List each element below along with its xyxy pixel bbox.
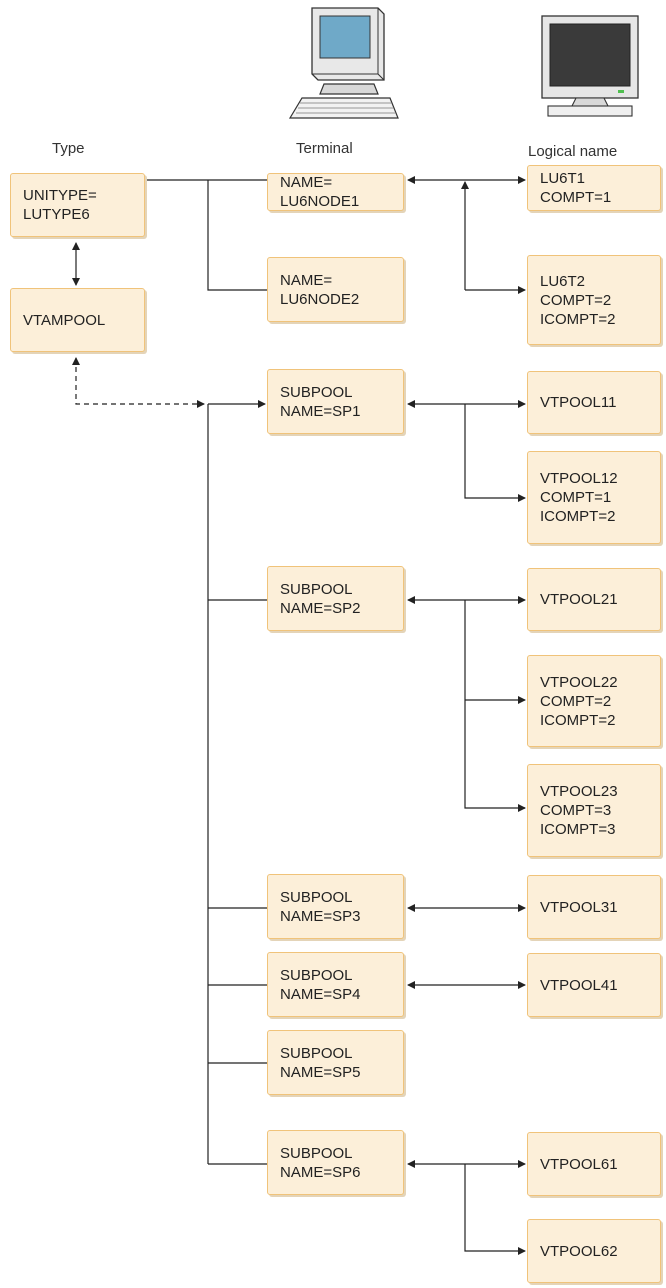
sp2-box: SUBPOOL NAME=SP2 bbox=[267, 566, 404, 631]
vtpool22-line-2: COMPT=2 bbox=[540, 692, 612, 710]
sp6-box: SUBPOOL NAME=SP6 bbox=[267, 1130, 404, 1195]
vtpool61-box: VTPOOL61 bbox=[527, 1132, 661, 1196]
lu6t2-line-2: COMPT=2 bbox=[540, 291, 612, 309]
vtpool41-label: VTPOOL41 bbox=[540, 976, 618, 994]
vtpool23-line-2: COMPT=3 bbox=[540, 802, 612, 819]
sp4-line-2: NAME=SP4 bbox=[280, 985, 361, 1003]
vtpool12-box: VTPOOL12 COMPT=1 ICOMPT=2 bbox=[527, 451, 661, 544]
sp5-line-1: SUBPOOL bbox=[280, 1044, 353, 1062]
desktop-computer-icon bbox=[288, 7, 399, 119]
lu6t2-line-3: ICOMPT=2 bbox=[540, 310, 616, 328]
vtpool12-line-3: ICOMPT=2 bbox=[540, 508, 616, 525]
vtampool-label: VTAMPOOL bbox=[23, 311, 106, 329]
sp2-line-2: NAME=SP2 bbox=[280, 599, 361, 617]
sp6-line-2: NAME=SP6 bbox=[280, 1163, 361, 1181]
vtpool41-box: VTPOOL41 bbox=[527, 953, 661, 1017]
lu6node2-box: NAME= LU6NODE2 bbox=[267, 257, 404, 322]
lu6t2-box: LU6T2 COMPT=2 ICOMPT=2 bbox=[527, 255, 661, 345]
vtpool62-label: VTPOOL62 bbox=[540, 1242, 618, 1260]
vtpool31-label: VTPOOL31 bbox=[540, 898, 618, 916]
unitype-line-1: UNITYPE= bbox=[23, 187, 97, 204]
lu6node1-line-1: NAME= bbox=[280, 174, 333, 191]
sp3-box: SUBPOOL NAME=SP3 bbox=[267, 874, 404, 939]
vtampool-dashed-link bbox=[72, 357, 205, 408]
sp2-trunk bbox=[464, 600, 525, 809]
lu6node2-line-2: LU6NODE2 bbox=[280, 290, 360, 308]
vtpool23-line-3: ICOMPT=3 bbox=[540, 821, 616, 838]
vtpool22-box: VTPOOL22 COMPT=2 ICOMPT=2 bbox=[527, 655, 661, 747]
type-header: Type bbox=[52, 140, 85, 157]
sp5-line-2: NAME=SP5 bbox=[280, 1063, 361, 1081]
sp6-line-1: SUBPOOL bbox=[280, 1144, 353, 1162]
terminal-header: Terminal bbox=[296, 140, 353, 157]
sp2-line-1: SUBPOOL bbox=[280, 580, 353, 598]
monitor-icon bbox=[541, 15, 639, 117]
sp4-box: SUBPOOL NAME=SP4 bbox=[267, 952, 404, 1017]
sp1-line-1: SUBPOOL bbox=[280, 383, 353, 401]
vtpool22-line-1: VTPOOL22 bbox=[540, 673, 618, 691]
lu6t1-box: LU6T1 COMPT=1 bbox=[527, 165, 661, 211]
vtampool-box: VTAMPOOL bbox=[10, 288, 145, 352]
sp3-line-2: NAME=SP3 bbox=[280, 907, 361, 925]
vtpool11-label: VTPOOL11 bbox=[540, 394, 617, 411]
sp4-line-1: SUBPOOL bbox=[280, 966, 353, 984]
vtpool11-box: VTPOOL11 bbox=[527, 371, 661, 434]
lu6node2-line-1: NAME= bbox=[280, 271, 333, 289]
sp1-box: SUBPOOL NAME=SP1 bbox=[267, 369, 404, 434]
sp1-line-2: NAME=SP1 bbox=[280, 402, 361, 420]
lu6t2-line-1: LU6T2 bbox=[540, 272, 586, 290]
vtpool12-line-1: VTPOOL12 bbox=[540, 470, 618, 487]
lu6node1-line-2: LU6NODE1 bbox=[280, 193, 360, 210]
lu6node1-box: NAME= LU6NODE1 bbox=[267, 173, 404, 211]
logical-name-header: Logical name bbox=[528, 143, 618, 160]
vtpool22-line-3: ICOMPT=2 bbox=[540, 711, 616, 729]
vtpool62-box: VTPOOL62 bbox=[527, 1219, 661, 1283]
vtpool12-line-2: COMPT=1 bbox=[540, 489, 612, 506]
vtpool21-box: VTPOOL21 bbox=[527, 568, 661, 631]
sp3-line-1: SUBPOOL bbox=[280, 888, 353, 906]
vtpool31-box: VTPOOL31 bbox=[527, 875, 661, 939]
vtpool21-label: VTPOOL21 bbox=[540, 591, 618, 608]
unitype-line-2: LUTYPE6 bbox=[23, 206, 90, 223]
sp5-box: SUBPOOL NAME=SP5 bbox=[267, 1030, 404, 1095]
sp6-vtpool62-arrow bbox=[464, 1164, 526, 1255]
lu6t1-line-2: COMPT=1 bbox=[540, 189, 612, 206]
sp1-vtpool12-arrow bbox=[464, 404, 526, 502]
vtpool61-label: VTPOOL61 bbox=[540, 1155, 618, 1173]
lu6t1-line-1: LU6T1 bbox=[540, 170, 586, 187]
lu6node2-branch-line bbox=[207, 180, 267, 291]
vtpool23-line-1: VTPOOL23 bbox=[540, 783, 618, 800]
unitype-box: UNITYPE= LUTYPE6 bbox=[10, 173, 145, 237]
vtpool23-box: VTPOOL23 COMPT=3 ICOMPT=3 bbox=[527, 764, 661, 857]
